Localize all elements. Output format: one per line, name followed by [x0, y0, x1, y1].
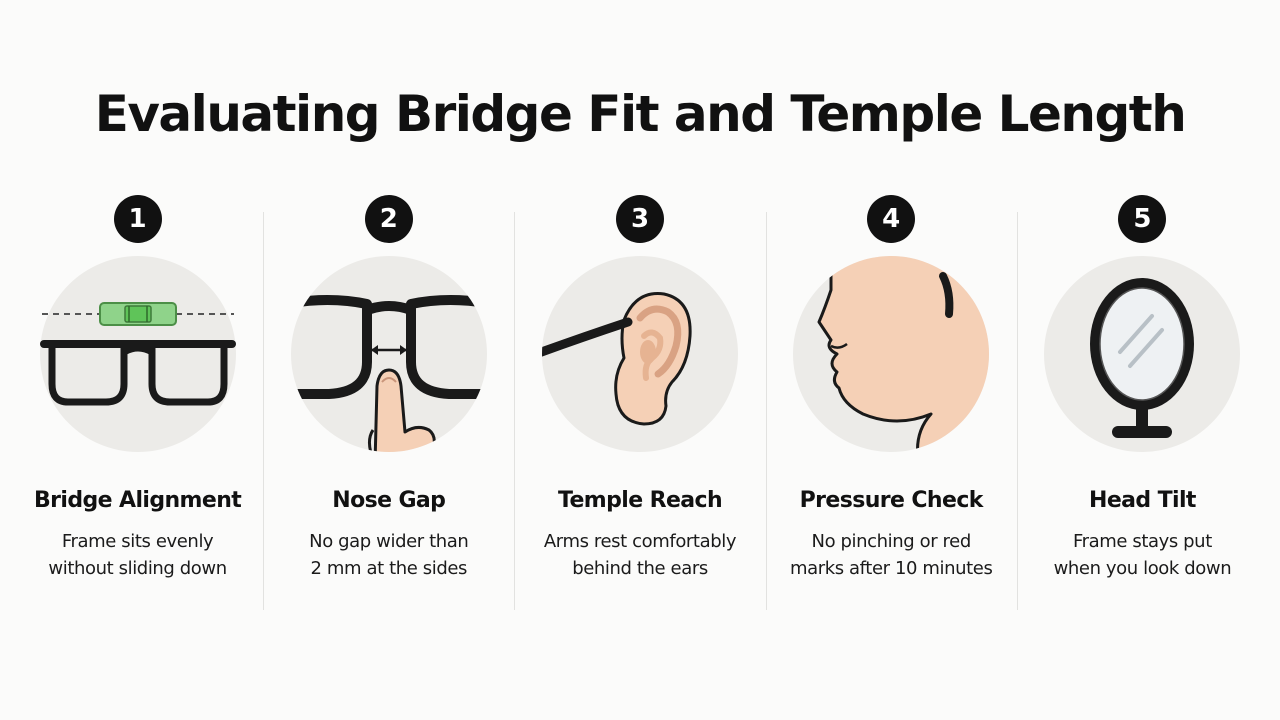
page-title: Evaluating Bridge Fit and Temple Length — [94, 85, 1187, 143]
step-description-line-1: Frame sits evenly — [61, 531, 214, 552]
step-description-line-1: No pinching or red — [811, 531, 972, 552]
step-title: Bridge Alignment — [34, 488, 242, 513]
mirror-icon — [1044, 256, 1241, 452]
nose-gap-finger-icon — [290, 256, 487, 452]
step-4: 4 Pressure Check No pinching or red mark… — [765, 190, 1017, 620]
step-number-badge: 1 — [113, 195, 162, 243]
step-description-line-2: when you look down — [1053, 558, 1232, 579]
step-number-badge: 4 — [867, 195, 916, 243]
step-title: Temple Reach — [558, 488, 723, 513]
ear-temple-icon — [542, 256, 738, 452]
face-profile-icon — [793, 256, 990, 452]
step-3: 3 Temple Reach Arms rest comfortably beh… — [514, 190, 765, 620]
step-description-line-2: without sliding down — [48, 558, 227, 579]
step-description: Frame sits evenly without sliding down — [22, 528, 254, 582]
step-number-badge: 2 — [364, 195, 413, 243]
step-2: 2 Nose Gap No gap wider than 2 mm at the… — [263, 190, 514, 620]
steps-row: 1 Bridge Alignment Frame sits evenly wit… — [12, 190, 1268, 620]
step-title: Nose Gap — [332, 488, 446, 513]
glasses-level-icon — [39, 256, 236, 452]
step-number-badge: 3 — [616, 195, 664, 243]
step-description: No pinching or red marks after 10 minute… — [775, 528, 1007, 582]
step-description-line-1: Arms rest comfortably — [543, 531, 737, 552]
step-description: No gap wider than 2 mm at the sides — [273, 528, 505, 582]
step-title: Pressure Check — [799, 488, 984, 513]
step-5: 5 Head Tilt Frame stays put when you loo… — [1016, 190, 1268, 620]
step-description-line-2: behind the ears — [572, 558, 708, 579]
step-description: Arms rest comfortably behind the ears — [524, 528, 756, 582]
step-description-line-2: 2 mm at the sides — [310, 558, 468, 579]
step-description-line-1: Frame stays put — [1072, 531, 1212, 552]
step-description-line-1: No gap wider than — [309, 531, 469, 552]
step-number-badge: 5 — [1118, 195, 1167, 243]
step-description-line-2: marks after 10 minutes — [789, 558, 993, 579]
step-1: 1 Bridge Alignment Frame sits evenly wit… — [12, 190, 263, 620]
step-title: Head Tilt — [1089, 488, 1196, 513]
step-description: Frame stays put when you look down — [1026, 528, 1258, 582]
